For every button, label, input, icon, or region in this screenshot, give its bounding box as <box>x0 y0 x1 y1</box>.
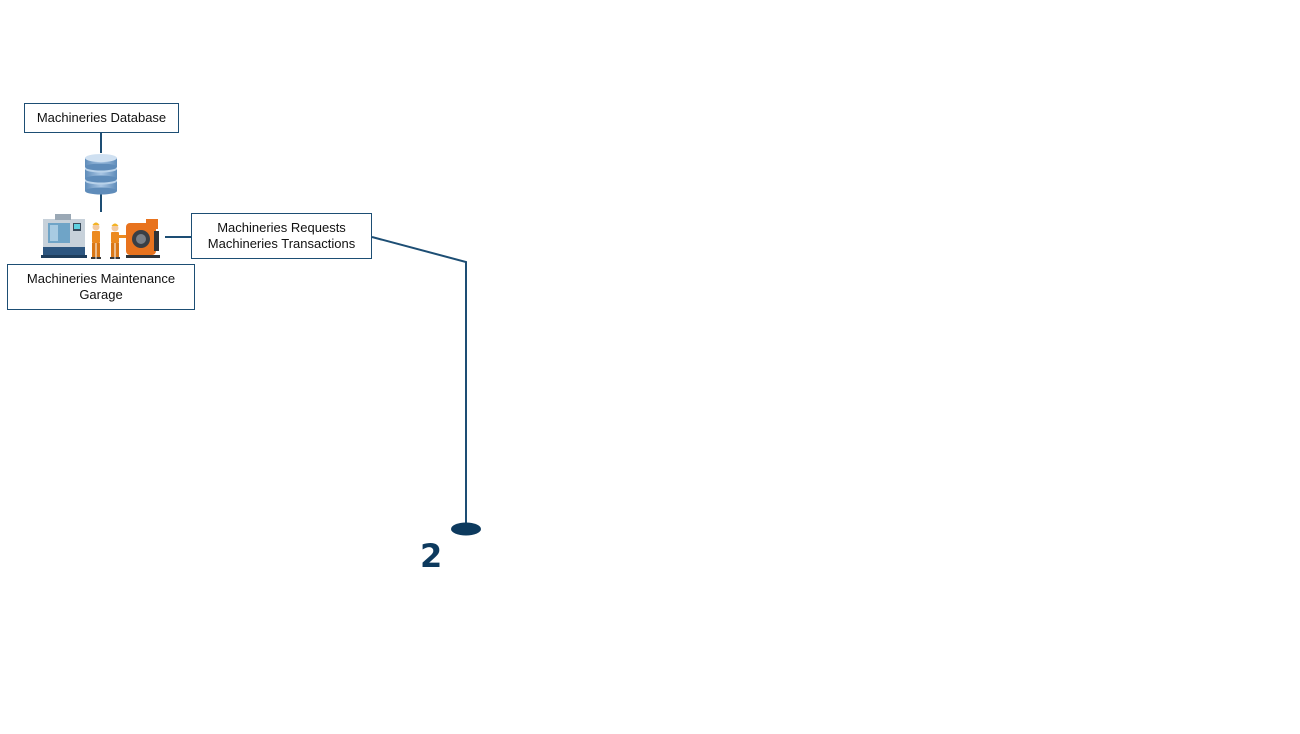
garage-label-line-2: Garage <box>79 287 123 302</box>
machinery-workers-icon <box>41 214 160 259</box>
step-marker-dot <box>451 522 481 536</box>
machineries-garage-box: Machineries Maintenance Garage <box>7 264 195 310</box>
machineries-requests-label: Machineries Requests <box>217 220 346 235</box>
machineries-requests-box: Machineries Requests Machineries Transac… <box>191 213 372 259</box>
step-number: 2 <box>420 537 443 575</box>
machineries-database-label: Machineries Database <box>36 110 167 125</box>
requests-to-step-line <box>371 236 467 523</box>
garage-label-line-1: Machineries Maintenance <box>26 271 176 286</box>
machineries-database-box: Machineries Database <box>24 103 179 133</box>
machineries-transactions-label: Machineries Transactions <box>207 236 356 251</box>
database-icon <box>85 154 117 195</box>
